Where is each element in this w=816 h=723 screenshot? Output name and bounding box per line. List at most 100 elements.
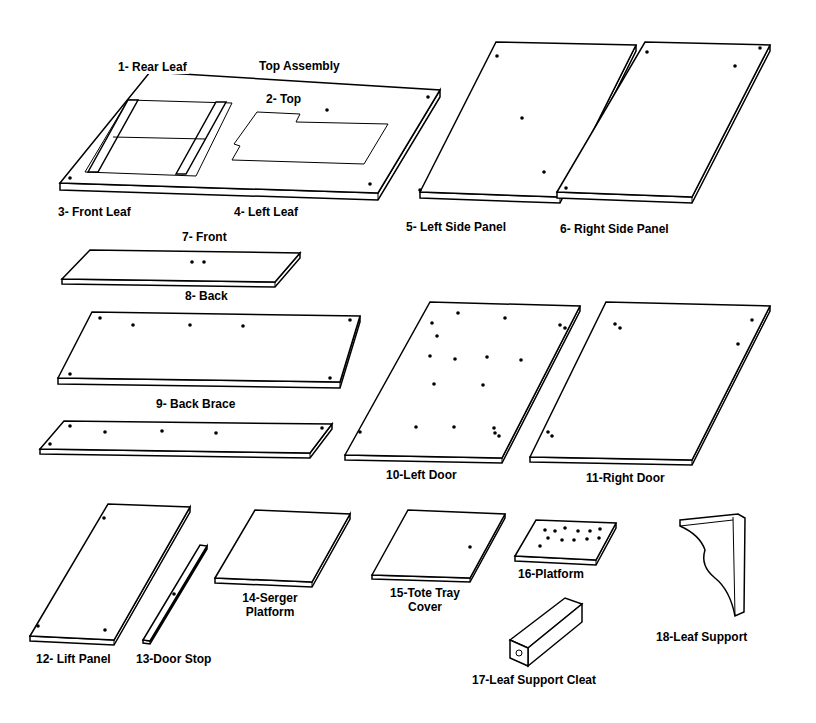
hole xyxy=(418,188,422,192)
part-label: 4- Left Leaf xyxy=(232,205,300,219)
hole xyxy=(481,383,485,387)
hole xyxy=(428,354,432,358)
hole xyxy=(588,529,592,533)
hole xyxy=(103,430,107,434)
hole xyxy=(733,64,737,68)
hole xyxy=(597,536,601,540)
front-board xyxy=(62,250,300,287)
panel-face xyxy=(143,545,207,641)
hole xyxy=(426,95,430,99)
hole xyxy=(325,108,329,112)
leaf-support-cleat xyxy=(510,598,582,666)
hole xyxy=(485,355,489,359)
part-label: 12- Lift Panel xyxy=(34,652,113,666)
hole xyxy=(598,527,602,531)
part-label: 8- Back xyxy=(183,289,230,303)
hole xyxy=(758,46,762,50)
hole xyxy=(48,442,52,446)
hole xyxy=(495,54,499,58)
back-board xyxy=(58,312,360,388)
hole xyxy=(98,316,102,320)
hole xyxy=(618,326,622,330)
panel-face xyxy=(515,520,616,560)
part-label: 16-Platform xyxy=(516,567,586,581)
panel-face xyxy=(40,421,332,453)
part-label: 5- Left Side Panel xyxy=(404,220,508,234)
hole xyxy=(542,170,546,174)
door-stop xyxy=(143,545,207,644)
hole xyxy=(160,429,164,433)
panel-face xyxy=(372,510,505,578)
hole xyxy=(503,316,507,320)
hole xyxy=(550,434,554,438)
panel-face xyxy=(215,510,350,582)
panel-face xyxy=(557,42,770,197)
hole xyxy=(68,372,72,376)
panel-face xyxy=(60,72,440,193)
part-label: 10-Left Door xyxy=(384,468,459,482)
hole xyxy=(320,426,324,430)
hole xyxy=(456,311,460,315)
hole xyxy=(368,182,372,186)
part-label: 6- Right Side Panel xyxy=(558,222,671,236)
hole xyxy=(358,430,362,434)
hole xyxy=(585,537,589,541)
hole xyxy=(453,357,457,361)
hole xyxy=(414,425,418,429)
leaf-support xyxy=(680,514,745,616)
hole xyxy=(430,321,434,325)
hole xyxy=(546,536,550,540)
hole xyxy=(546,430,550,434)
part-label: 3- Front Leaf xyxy=(56,205,133,219)
panel-face xyxy=(62,250,300,282)
hole xyxy=(558,323,562,327)
hole xyxy=(68,176,72,180)
part-label: 15-Tote Tray Cover xyxy=(380,586,470,614)
hole xyxy=(468,545,472,549)
hole xyxy=(102,516,106,520)
part-label: 14-Serger Platform xyxy=(232,591,308,619)
panel-edge xyxy=(143,546,207,644)
hole xyxy=(214,431,218,435)
right-door xyxy=(530,302,770,465)
part-label: 13-Door Stop xyxy=(134,652,213,666)
hole xyxy=(497,434,501,438)
hole xyxy=(563,326,567,330)
hole xyxy=(188,323,192,327)
hole xyxy=(348,318,352,322)
hole xyxy=(68,424,72,428)
hole xyxy=(538,544,542,548)
hole xyxy=(492,426,496,430)
hole xyxy=(493,431,497,435)
hole xyxy=(736,342,740,346)
hole xyxy=(202,260,206,264)
hole xyxy=(36,624,40,628)
right-side-panel xyxy=(557,42,770,203)
part-label: 17-Leaf Support Cleat xyxy=(470,673,598,687)
part-label: 7- Front xyxy=(180,230,229,244)
hole xyxy=(520,116,524,120)
panel-face xyxy=(58,312,360,382)
hole xyxy=(560,538,564,542)
hole xyxy=(432,382,436,386)
part-label: 9- Back Brace xyxy=(154,397,237,411)
hole xyxy=(190,260,194,264)
part-label: Top Assembly xyxy=(257,59,342,73)
hole xyxy=(435,334,439,338)
part-label: 11-Right Door xyxy=(584,471,667,485)
platform xyxy=(515,520,616,565)
back-brace xyxy=(40,421,332,458)
hole xyxy=(576,529,580,533)
hole xyxy=(172,592,176,596)
hole xyxy=(131,323,135,327)
hole xyxy=(543,528,547,532)
part-label: 2- Top xyxy=(264,92,303,106)
panel-face xyxy=(30,504,190,640)
hole xyxy=(750,318,754,322)
hole xyxy=(241,324,245,328)
lift-panel xyxy=(30,504,190,645)
top-assembly xyxy=(60,72,440,200)
part-label: 18-Leaf Support xyxy=(654,630,749,644)
